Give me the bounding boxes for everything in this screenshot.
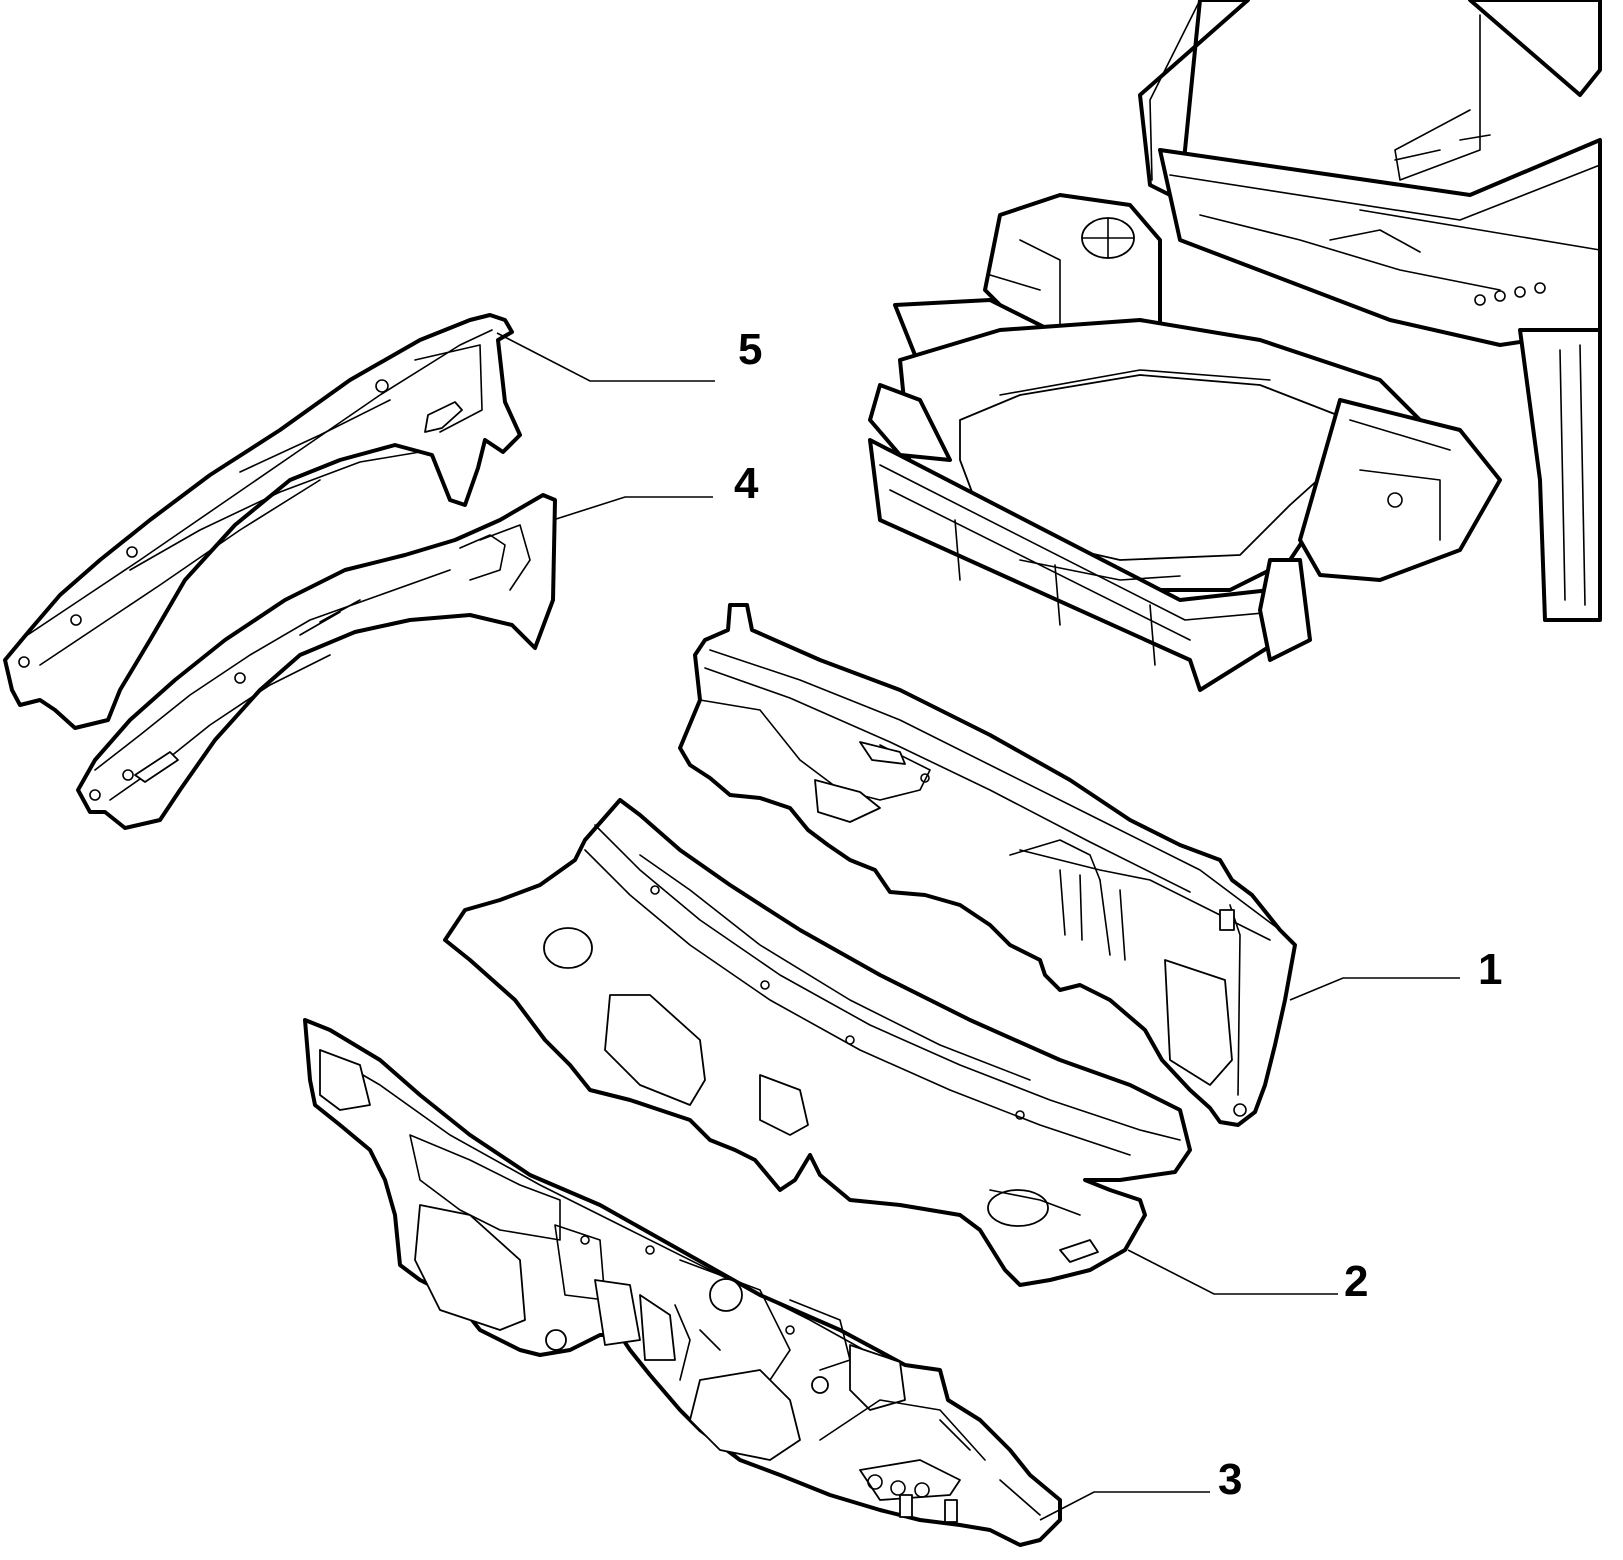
part-2-lower-cowl-panel xyxy=(443,798,1192,1287)
part-1-upper-cowl-panel xyxy=(678,603,1297,1127)
leader-line-1 xyxy=(1289,977,1460,1001)
callout-3: 3 xyxy=(1218,1455,1242,1504)
part-5-front-fender xyxy=(3,313,522,730)
leader-line-5 xyxy=(496,332,715,382)
callout-4: 4 xyxy=(734,459,759,508)
part-4-inner-wheelhouse xyxy=(76,493,557,830)
callout-2: 2 xyxy=(1344,1257,1368,1306)
leader-line-3 xyxy=(1039,1491,1210,1521)
callout-5: 5 xyxy=(738,325,762,374)
leader-line-2 xyxy=(1127,1249,1338,1295)
leader-line-4 xyxy=(552,496,713,521)
front-body-structure xyxy=(868,0,1602,692)
callout-1: 1 xyxy=(1478,945,1502,994)
leader-lines xyxy=(496,332,1460,1521)
callout-labels: 5 4 1 2 3 xyxy=(734,325,1502,1504)
part-3-firewall-panel xyxy=(303,1018,1062,1547)
